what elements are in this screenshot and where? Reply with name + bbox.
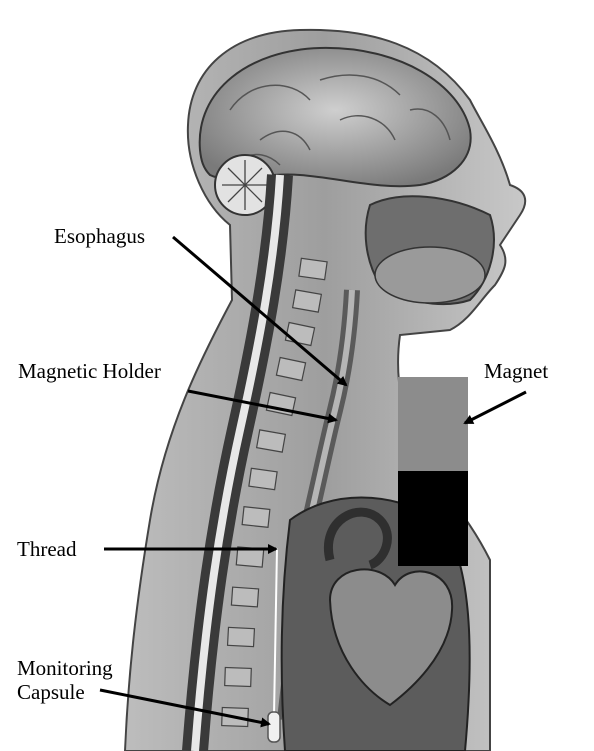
magnet-shadow-block	[398, 471, 468, 566]
monitoring-capsule	[268, 712, 280, 742]
esophagus-label: Esophagus	[54, 224, 145, 248]
magnet-arrow	[465, 392, 526, 423]
magnet-block	[398, 377, 468, 471]
magnet-label: Magnet	[484, 359, 548, 383]
thread-label: Thread	[17, 537, 76, 561]
monitoring-capsule-label: Monitoring Capsule	[17, 656, 113, 704]
tongue	[375, 247, 485, 303]
magnetic-holder-label: Magnetic Holder	[18, 359, 161, 383]
